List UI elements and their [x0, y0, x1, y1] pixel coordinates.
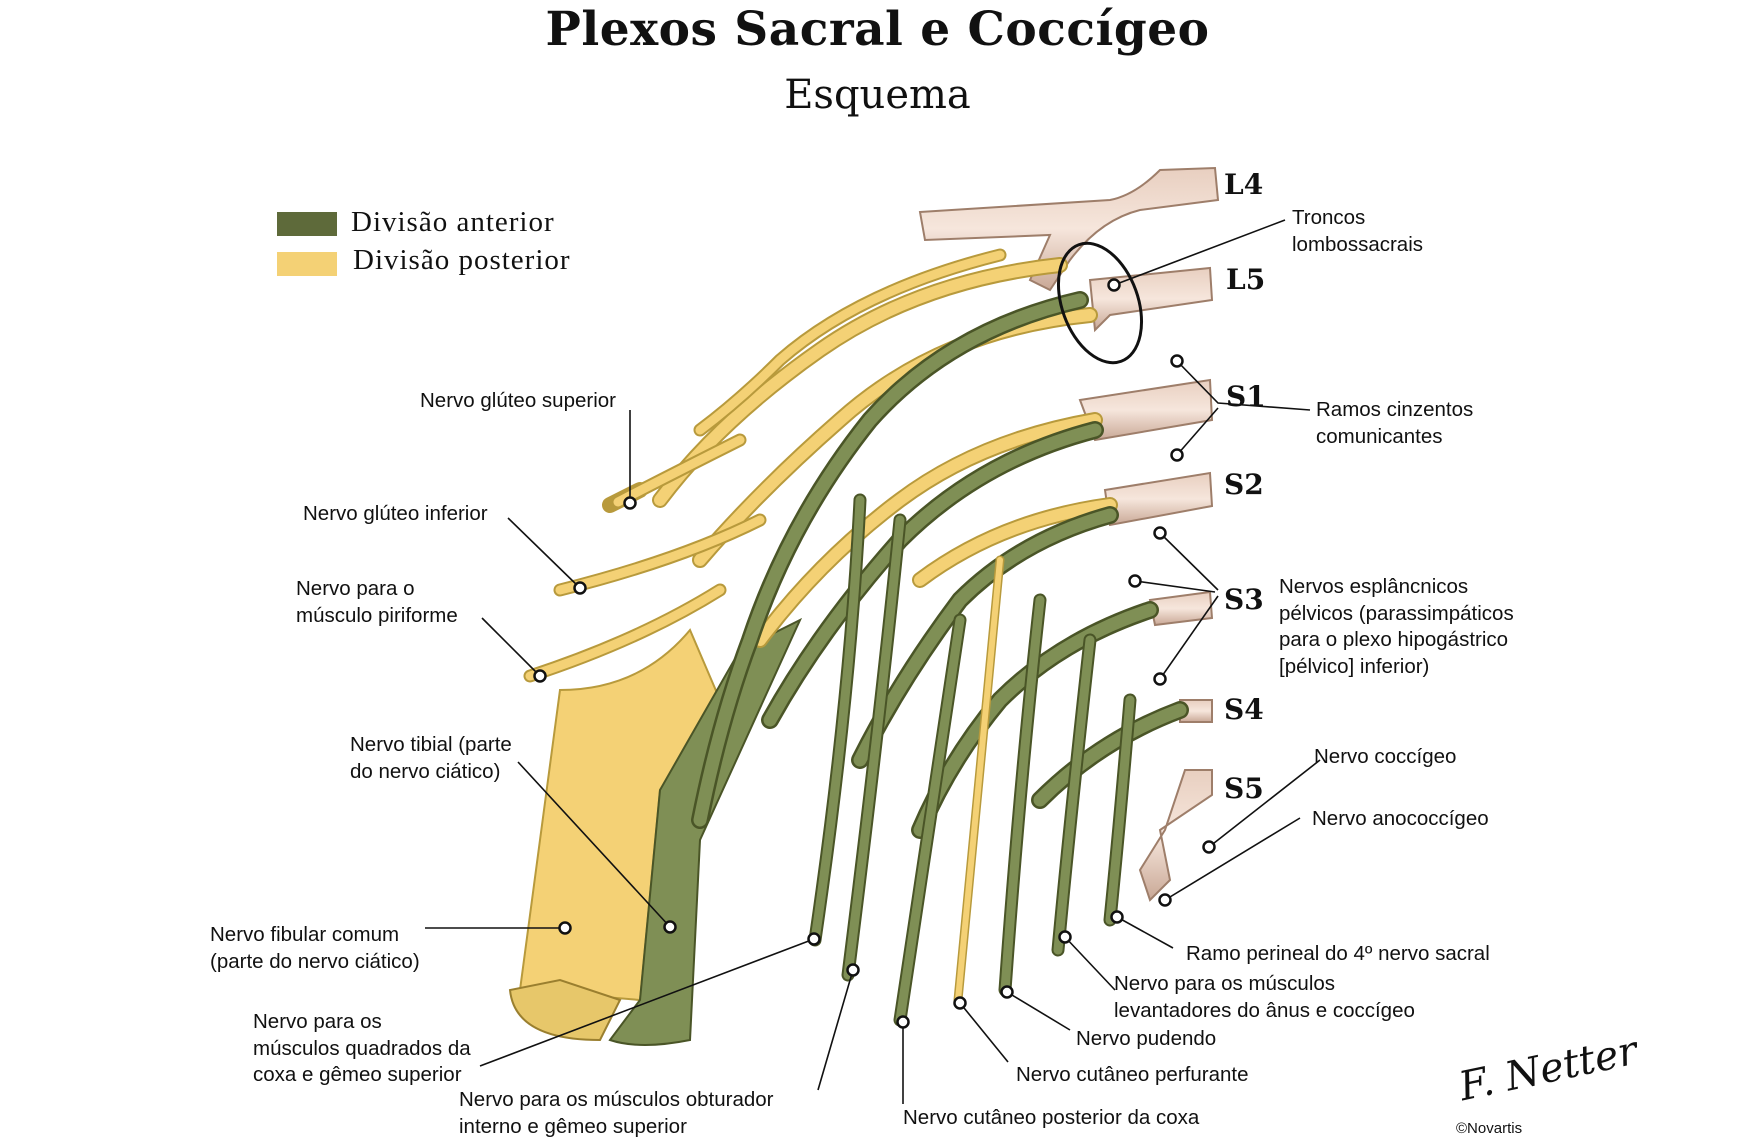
legend-label-posterior: Divisão posterior [353, 244, 571, 276]
label-nervo-obturador: Nervo para os músculos obturador interno… [459, 1088, 774, 1138]
page-title: Plexos Sacral e Coccígeo [545, 2, 1210, 57]
legend-label-anterior: Divisão anterior [351, 206, 555, 238]
label-troncos-lombossacrais: Troncos lombossacrais [1292, 206, 1424, 256]
lumbosacral-trunk-ring [1056, 241, 1144, 365]
label-nervo-anococcigeo: Nervo anococcígeo [1312, 807, 1489, 830]
label-nervo-gluteo-inferior: Nervo glúteo inferior [303, 502, 488, 525]
label-nervo-cutaneo-perfurante: Nervo cutâneo perfurante [1016, 1063, 1249, 1086]
legend-swatch-posterior [277, 252, 337, 276]
root-label-s4: S4 [1224, 693, 1264, 726]
root-label-l5: L5 [1226, 263, 1266, 296]
root-label-s3: S3 [1224, 583, 1264, 616]
root-label-s1: S1 [1226, 380, 1266, 413]
root-label-s5: S5 [1224, 772, 1264, 805]
label-nervos-esplancnicos: Nervos esplâncnicos pélvicos (parassimpá… [1279, 575, 1514, 678]
root-label-s2: S2 [1224, 468, 1264, 501]
label-ramos-cinzentos: Ramos cinzentos comunicantes [1316, 398, 1474, 448]
label-nervo-levantadores: Nervo para os músculos levantadores do â… [1114, 972, 1415, 1022]
root-label-l4: L4 [1224, 168, 1264, 201]
label-nervo-fibular: Nervo fibular comum (parte do nervo ciát… [210, 923, 420, 973]
label-nervo-gluteo-superior: Nervo glúteo superior [420, 389, 616, 412]
label-nervo-quadrados: Nervo para os músculos quadrados da coxa… [253, 1010, 471, 1086]
leader-markers [533, 278, 1216, 1029]
label-nervo-pudendo: Nervo pudendo [1076, 1027, 1217, 1050]
legend-swatch-anterior [277, 212, 337, 236]
sciatic-nerve [508, 617, 803, 1046]
label-nervo-tibial: Nervo tibial (parte do nervo ciático) [350, 733, 512, 783]
label-nervo-piriforme: Nervo para o músculo piriforme [296, 577, 458, 627]
label-nervo-cutaneo-posterior: Nervo cutâneo posterior da coxa [903, 1106, 1200, 1129]
page-subtitle: Esquema [784, 72, 971, 118]
copyright-text: ©Novartis [1456, 1120, 1523, 1137]
leader-lines [425, 219, 1321, 1104]
label-ramo-perineal: Ramo perineal do 4º nervo sacral [1186, 942, 1490, 965]
label-nervo-coccigeo: Nervo coccígeo [1314, 745, 1457, 768]
